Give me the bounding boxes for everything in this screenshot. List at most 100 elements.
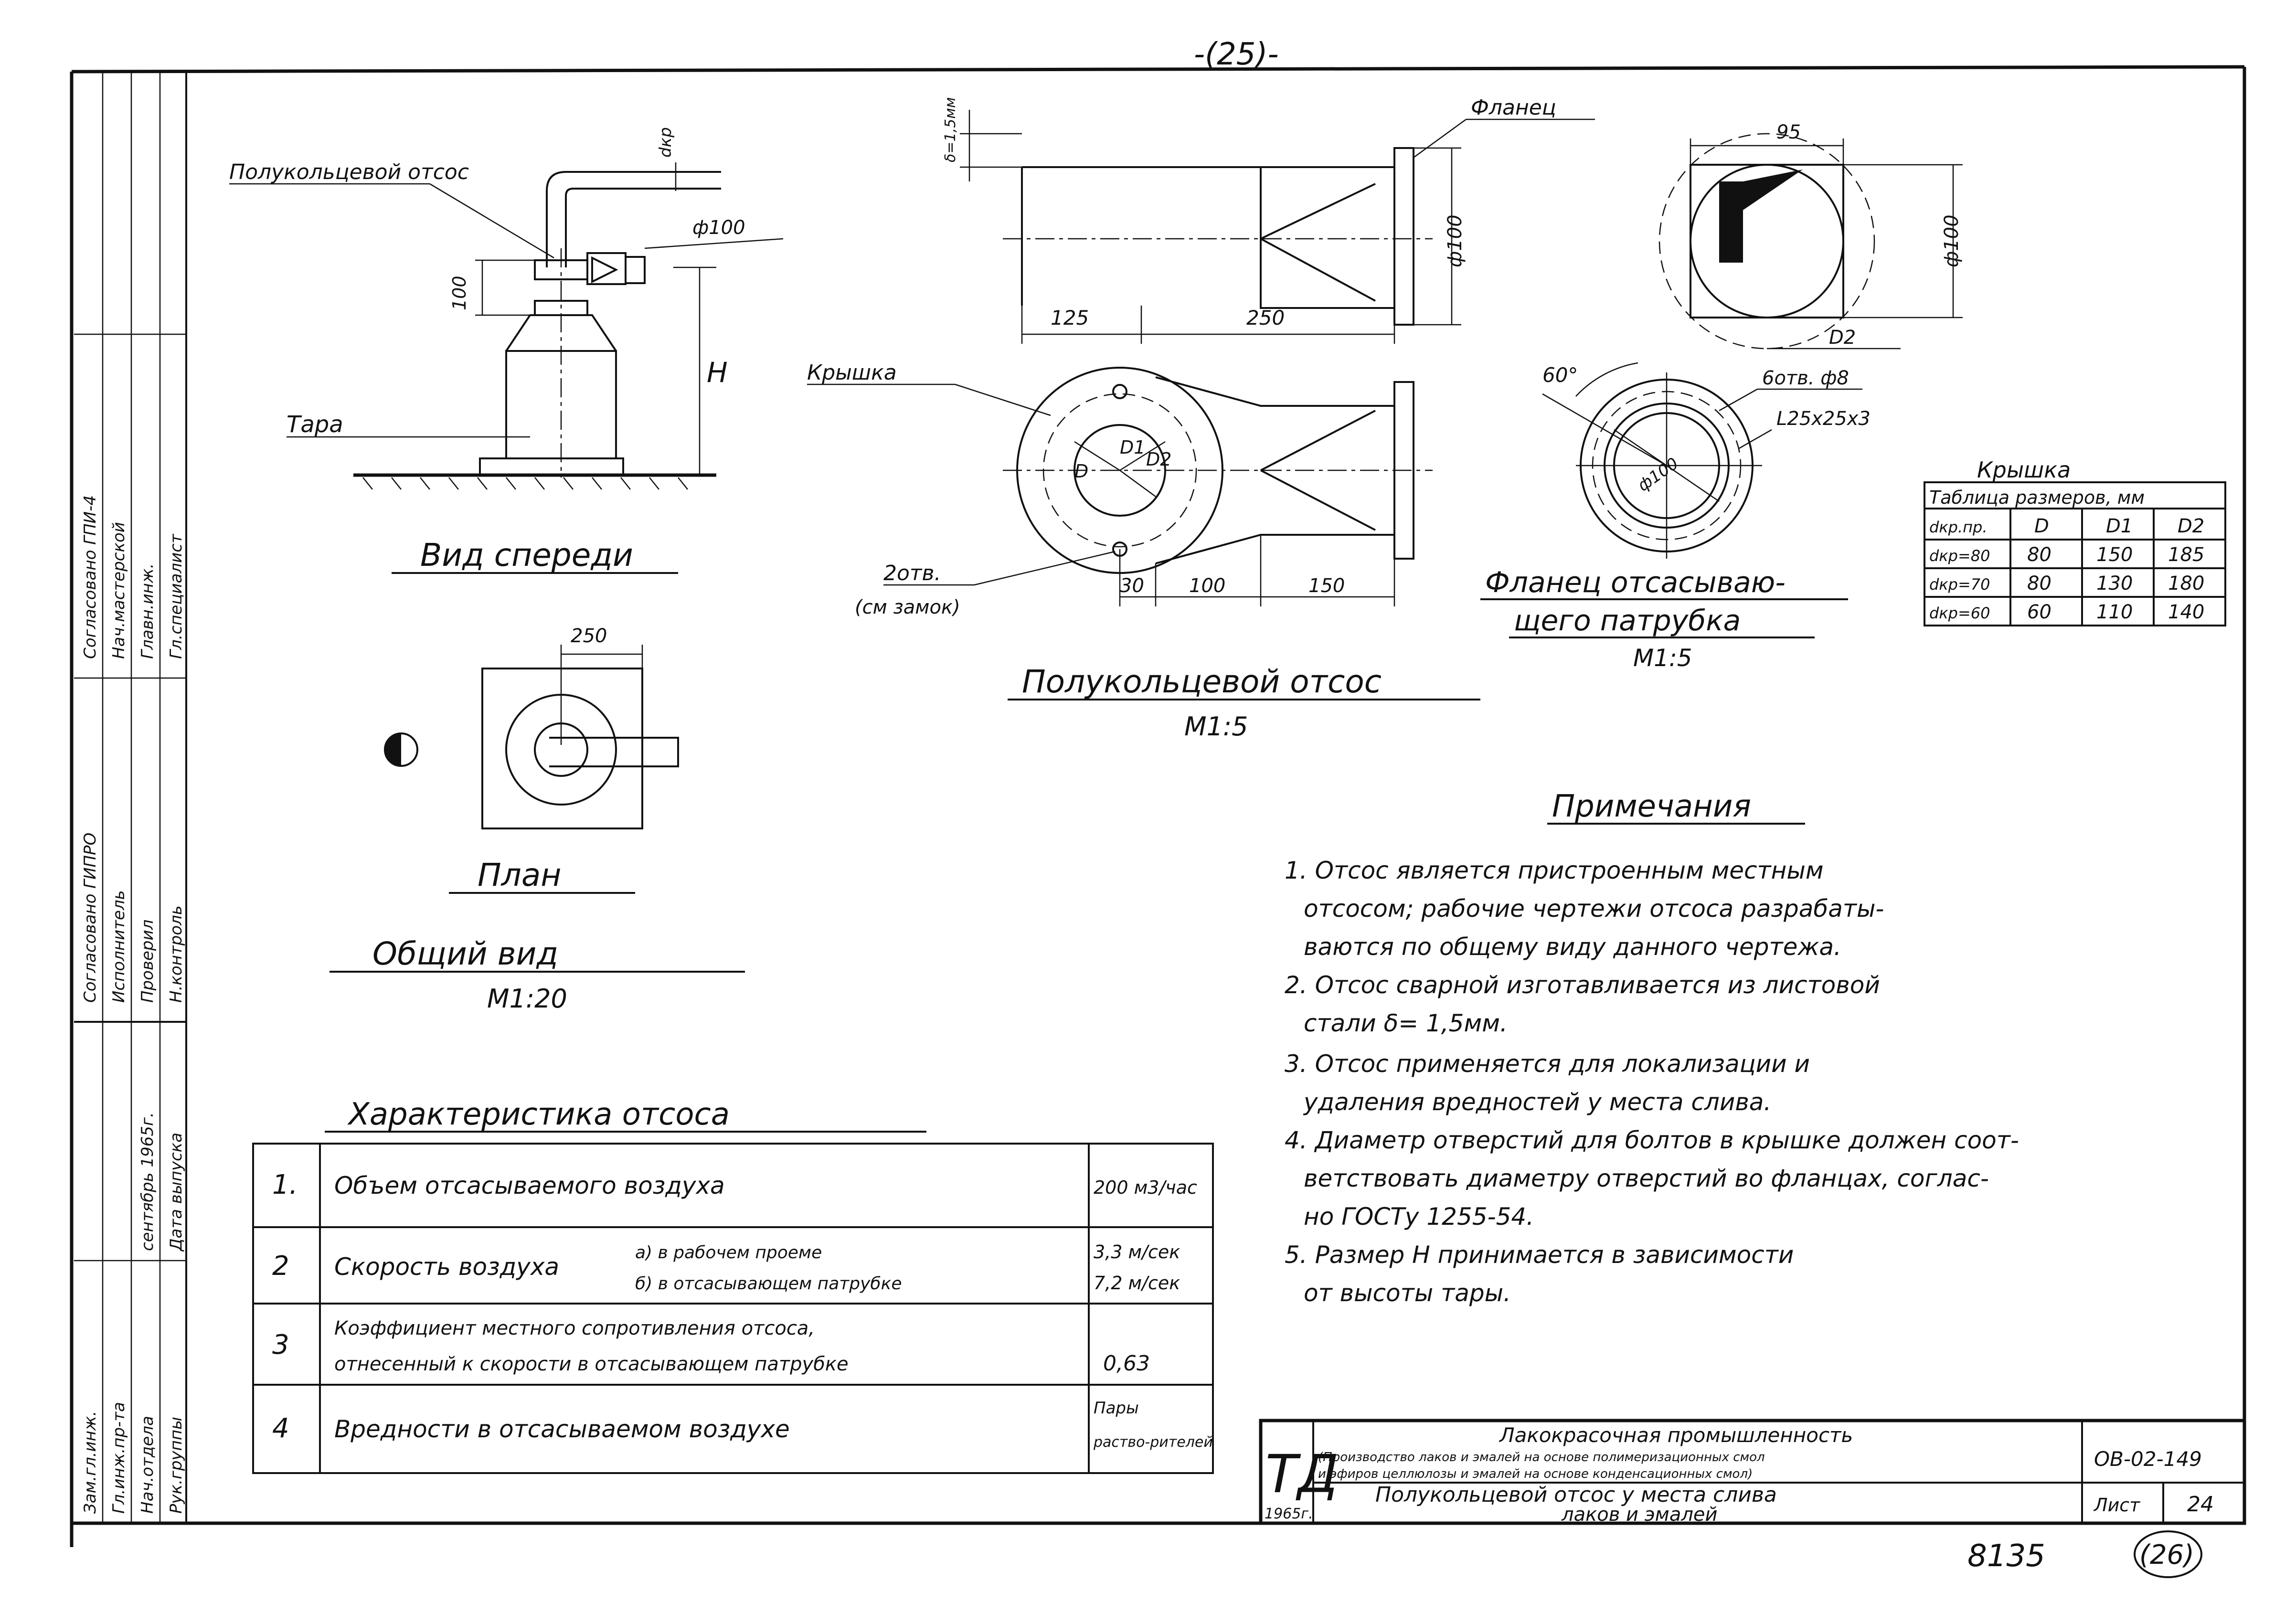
cover-table-cell: 60 xyxy=(2027,601,2052,623)
char-value: 0,63 xyxy=(1103,1351,1150,1376)
dim-d: dкр xyxy=(656,127,675,158)
title-sheet-no: 24 xyxy=(2187,1492,2214,1517)
cover-table-header: D2 xyxy=(2178,515,2204,537)
page-number-circle xyxy=(2134,1530,2202,1578)
note-line: ветствовать диаметру отверстий во фланца… xyxy=(1304,1165,1989,1192)
side-stamp-text: Согласовано ГПИ-4 Нач.мастерской Главн.и… xyxy=(81,495,186,1514)
char-value: 200 м3/час xyxy=(1094,1177,1197,1198)
dim-30: 30 xyxy=(1120,575,1144,597)
section-hatch xyxy=(1719,170,1803,263)
flange-drawing: 95 ф100 D2 60° ф100 6отв. ф8 L25x25x3 Фл… xyxy=(1480,121,1963,672)
dim-125: 125 xyxy=(1051,306,1089,329)
dim-thickness: δ=1,5мм xyxy=(942,97,959,162)
char-no: 2 xyxy=(272,1251,289,1282)
logo-td: ТД xyxy=(1265,1443,1339,1505)
title-sub1: (Производство лаков и эмалей на основе п… xyxy=(1318,1450,1765,1464)
label-holes: 2отв. xyxy=(883,561,941,585)
callout-container: Тара xyxy=(287,411,343,438)
char-text: Вредности в отсасываемом воздухе xyxy=(334,1415,790,1443)
dim-D2-flange: D2 xyxy=(1829,327,1856,349)
cover-table-subtitle: Таблица размеров, мм xyxy=(1929,487,2145,508)
char-value: 3,3 м/сек xyxy=(1094,1241,1180,1263)
char-value: раство-рителей xyxy=(1093,1434,1213,1451)
note-line: отсосом; рабочие чертежи отсоса разрабат… xyxy=(1304,895,1884,923)
char-sub: а) в рабочем проеме xyxy=(635,1243,822,1263)
dim-95: 95 xyxy=(1776,121,1801,143)
flange-title-2: щего патрубка xyxy=(1514,604,1741,637)
note-line: стали δ= 1,5мм. xyxy=(1304,1009,1508,1037)
dim-D: D xyxy=(1074,461,1088,482)
page-number-top: -(25)- xyxy=(1194,37,1279,72)
cover-table-cell: dкр=60 xyxy=(1929,604,1990,622)
title-year: 1965г. xyxy=(1265,1506,1313,1522)
notes-title: Примечания xyxy=(1552,789,1751,824)
cover-table-cell: 80 xyxy=(2027,573,2052,594)
stamp-cell: Согласовано ГПИ-4 xyxy=(81,495,100,659)
title-sub2: и эфиров целлюлозы и эмалей на основе ко… xyxy=(1318,1467,1753,1481)
stamp-cell: Рук.группы xyxy=(167,1417,186,1514)
dim-phi100-side: ф100 xyxy=(1444,214,1466,267)
cover-table-cell: 185 xyxy=(2168,544,2204,566)
dim-100: 100 xyxy=(449,276,470,310)
cover-table-title: Крышка xyxy=(1977,457,2071,483)
char-text: Коэффициент местного сопротивления отсос… xyxy=(334,1317,815,1339)
dim-phi100-flange: ф100 xyxy=(1941,214,1963,267)
stamp-cell: Гл.инж.пр-та xyxy=(109,1402,128,1514)
stamp-cell: Главн.инж. xyxy=(138,563,157,659)
cover-table-cell: dкр=70 xyxy=(1929,575,1990,594)
label-flange: Фланец xyxy=(1471,95,1556,120)
dim-100-plan: 100 xyxy=(1189,575,1225,597)
cover-table-cell: 180 xyxy=(2168,573,2204,594)
stamp-cell: Н.контроль xyxy=(167,905,186,1003)
cover-table-header: D xyxy=(2034,515,2049,537)
cover-table-cell: 150 xyxy=(2096,544,2133,566)
note-line: но ГОСТу 1255-54. xyxy=(1304,1203,1534,1231)
note-line: удаления вредностей у места слива. xyxy=(1303,1088,1771,1116)
cover-table-header: D1 xyxy=(2106,515,2133,537)
inventory-number: 8135 xyxy=(1967,1538,2045,1574)
label-holes-note: (см замок) xyxy=(855,596,960,618)
section-marker-icon xyxy=(385,733,401,766)
general-view-scale: М1:20 xyxy=(487,984,567,1014)
label-angle: L25x25x3 xyxy=(1776,408,1871,430)
callout-exhaust: Полукольцевой отсос xyxy=(229,160,469,184)
note-line: 5. Размер Н принимается в зависимости xyxy=(1285,1241,1794,1269)
char-value: 7,2 м/сек xyxy=(1094,1273,1180,1294)
stamp-cell: Зам.гл.инж. xyxy=(81,1411,100,1514)
title-industry: Лакокрасочная промышленность xyxy=(1499,1423,1853,1447)
title-sheet-label: Лист xyxy=(2093,1495,2141,1516)
plan-view: 250 План Общий вид М1:20 xyxy=(330,625,745,1014)
side-stamp: Согласовано ГПИ-4 Нач.мастерской Главн.и… xyxy=(74,72,186,1523)
char-no: 3 xyxy=(272,1329,289,1360)
flange-title-1: Фланец отсасываю- xyxy=(1485,566,1786,599)
general-view-title: Общий вид xyxy=(372,935,558,972)
dim-150: 150 xyxy=(1308,575,1345,597)
title-name-1: Полукольцевой отсос у места слива xyxy=(1375,1483,1777,1507)
note-line: 3. Отсос применяется для локализации и xyxy=(1285,1050,1810,1078)
char-text: Объем отсасываемого воздуха xyxy=(334,1172,725,1199)
char-text: Скорость воздуха xyxy=(334,1253,559,1281)
note-line: 4. Диаметр отверстий для болтов в крышке… xyxy=(1285,1126,2019,1154)
note-line: 1. Отсос является пристроенным местным xyxy=(1285,857,1824,884)
stamp-cell: Гл.специалист xyxy=(167,533,186,659)
flange-scale: М1:5 xyxy=(1633,644,1692,672)
char-no: 1. xyxy=(272,1169,298,1200)
cover-table-cell: 140 xyxy=(2168,601,2204,623)
characteristics-title: Характеристика отсоса xyxy=(347,1097,730,1132)
char-sub: б) в отсасывающем патрубке xyxy=(635,1274,902,1294)
cover-table-cell: 110 xyxy=(2096,601,2133,623)
notes: Примечания 1. Отсос является пристроенны… xyxy=(1285,789,2019,1307)
dim-phi100: ф100 xyxy=(692,217,745,239)
dim-D2: D2 xyxy=(1146,449,1171,470)
stamp-cell: Дата выпуска xyxy=(167,1133,186,1252)
exhaust-title: Полукольцевой отсос xyxy=(1022,663,1382,700)
stamp-cell: сентябрь 1965г. xyxy=(138,1112,157,1251)
label-cover: Крышка xyxy=(807,361,897,385)
note-line: 2. Отсос сварной изготавливается из лист… xyxy=(1285,971,1880,999)
title-block: ТД 1965г. Лакокрасочная промышленность (… xyxy=(1259,1419,2246,1526)
stamp-cell: Нач.мастерской xyxy=(109,522,128,659)
note-line: от высоты тары. xyxy=(1304,1279,1511,1307)
front-view-title: Вид спереди xyxy=(420,537,633,573)
title-name-2: лаков и эмалей xyxy=(1561,1504,1718,1526)
